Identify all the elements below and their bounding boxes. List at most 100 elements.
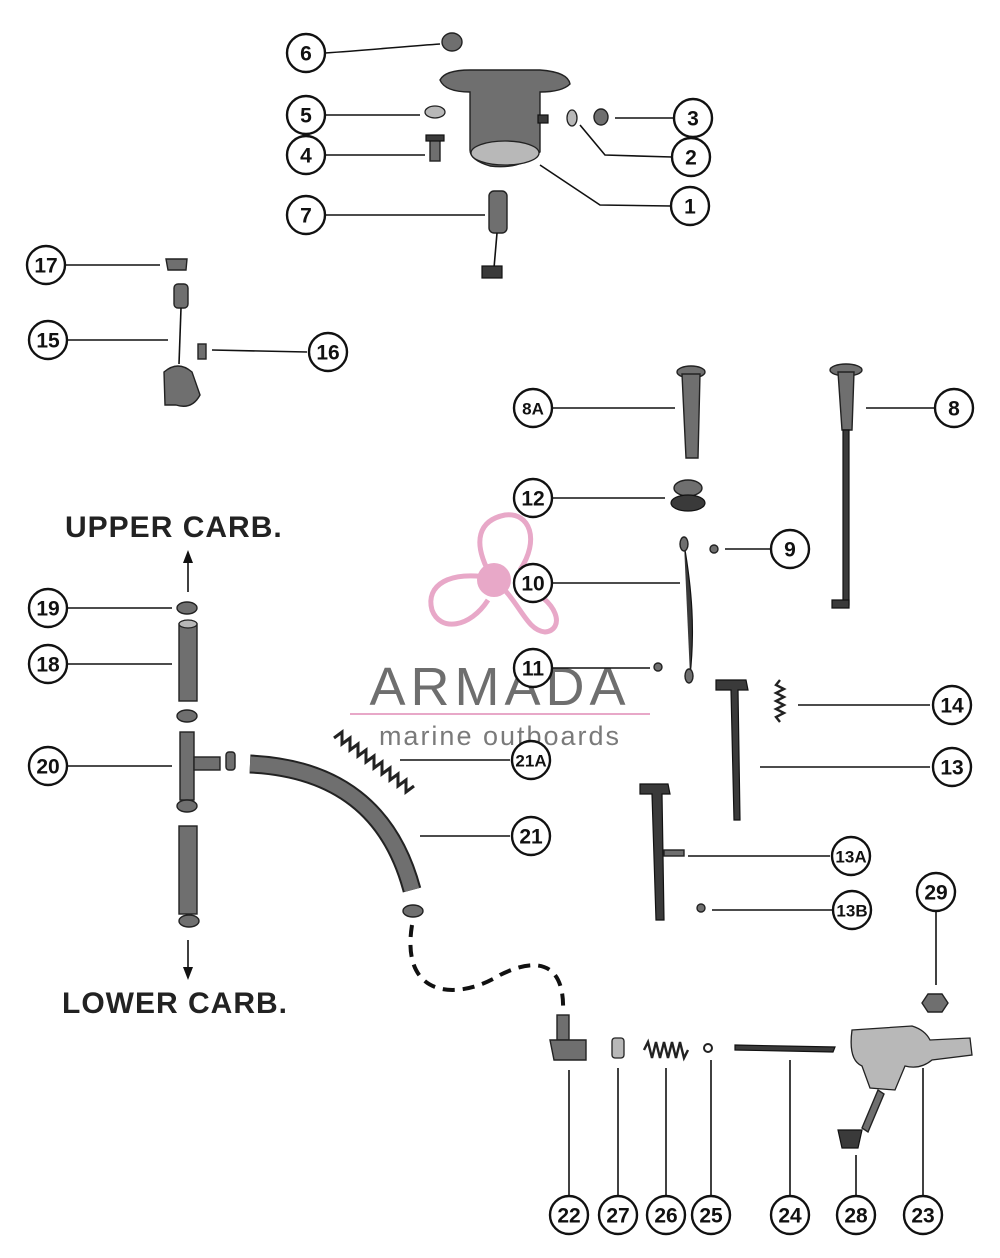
svg-text:27: 27 <box>606 1205 629 1228</box>
part-21-hose <box>249 754 424 918</box>
callout-3: 3 <box>672 97 714 139</box>
callout-13: 13 <box>931 746 973 788</box>
upper-carb-heading: UPPER CARB. <box>65 511 283 544</box>
svg-text:25: 25 <box>699 1205 723 1228</box>
callout-16: 16 <box>307 331 349 373</box>
part-21a-spring <box>333 729 415 795</box>
svg-text:1: 1 <box>684 196 696 219</box>
part-3-nut <box>593 108 609 126</box>
part-16-screw <box>197 343 207 360</box>
callout-10: 10 <box>512 562 554 604</box>
part-15-lever <box>163 283 201 407</box>
part-20-tee <box>176 709 236 813</box>
svg-text:13B: 13B <box>836 902 867 921</box>
part-22-fitting <box>549 1014 587 1061</box>
part-24-needle <box>734 1044 836 1053</box>
part-5-washer <box>424 105 446 119</box>
callout-8: 8 <box>933 387 975 429</box>
part-27-seat <box>611 1037 625 1059</box>
callout-21a: 21A <box>510 739 552 781</box>
callout-25: 25 <box>690 1194 732 1236</box>
svg-text:15: 15 <box>36 330 60 353</box>
part-lower-hose <box>178 825 200 928</box>
part-8-choke-rod <box>829 363 863 609</box>
svg-text:4: 4 <box>300 145 312 168</box>
svg-text:5: 5 <box>300 105 312 128</box>
part-1-solenoid <box>439 69 571 168</box>
svg-text:23: 23 <box>911 1205 934 1228</box>
callout-23: 23 <box>902 1194 944 1236</box>
callout-20: 20 <box>27 745 69 787</box>
svg-text:13A: 13A <box>835 848 866 867</box>
part-14-spring <box>773 679 787 723</box>
part-25-oring <box>703 1043 713 1053</box>
svg-text:8: 8 <box>948 398 960 421</box>
callout-21: 21 <box>510 815 552 857</box>
callout-27: 27 <box>597 1194 639 1236</box>
callout-1: 1 <box>669 185 711 227</box>
svg-text:8A: 8A <box>522 400 544 419</box>
callout-12: 12 <box>512 477 554 519</box>
lower-carb-heading: LOWER CARB. <box>62 987 288 1020</box>
callout-11: 11 <box>512 647 554 689</box>
part-19-clamp <box>176 601 198 615</box>
part-6-nut <box>441 32 463 52</box>
callout-28: 28 <box>835 1194 877 1236</box>
svg-text:21: 21 <box>519 826 543 849</box>
part-18-hose <box>178 619 198 702</box>
callout-2: 2 <box>670 136 712 178</box>
svg-text:24: 24 <box>778 1205 802 1228</box>
callout-13b: 13B <box>831 889 873 931</box>
callout-8a: 8A <box>512 387 554 429</box>
svg-text:17: 17 <box>34 255 57 278</box>
svg-text:14: 14 <box>940 695 964 718</box>
svg-text:6: 6 <box>300 43 312 66</box>
part-13a-lever <box>639 783 685 921</box>
callout-9: 9 <box>769 528 811 570</box>
callout-13a: 13A <box>830 835 872 877</box>
svg-text:3: 3 <box>687 108 699 131</box>
part-13b-screw <box>696 903 706 913</box>
svg-text:2: 2 <box>685 147 697 170</box>
svg-text:7: 7 <box>300 205 312 228</box>
part-11-screw <box>653 662 663 672</box>
callout-24: 24 <box>769 1194 811 1236</box>
watermark-subtitle: marine outboards <box>379 721 621 751</box>
part-29-nut <box>921 993 949 1013</box>
callout-6: 6 <box>285 32 327 74</box>
callout-17: 17 <box>25 244 67 286</box>
svg-text:22: 22 <box>557 1205 580 1228</box>
dashed-hose-path <box>408 924 566 1013</box>
part-7-plunger <box>481 190 508 279</box>
svg-text:16: 16 <box>316 342 339 365</box>
svg-text:19: 19 <box>36 598 59 621</box>
part-23-body <box>850 1025 973 1091</box>
callout-26: 26 <box>645 1194 687 1236</box>
part-26-spring <box>642 1038 690 1062</box>
svg-text:13: 13 <box>940 757 963 780</box>
svg-text:20: 20 <box>36 756 59 779</box>
part-12-grommet <box>670 479 706 512</box>
part-28-screw <box>837 1088 885 1149</box>
svg-text:12: 12 <box>521 488 544 511</box>
svg-text:11: 11 <box>522 658 545 681</box>
svg-text:18: 18 <box>36 654 60 677</box>
part-17-clip <box>165 258 188 271</box>
up-arrow <box>183 550 193 592</box>
svg-text:28: 28 <box>844 1205 868 1228</box>
part-10-link <box>679 536 694 684</box>
down-arrow <box>183 940 193 980</box>
svg-text:9: 9 <box>784 539 796 562</box>
part-8a-knob <box>676 365 706 459</box>
svg-text:26: 26 <box>654 1205 677 1228</box>
svg-text:10: 10 <box>521 573 544 596</box>
svg-text:21A: 21A <box>515 752 546 771</box>
callout-14: 14 <box>931 684 973 726</box>
callout-4: 4 <box>285 134 327 176</box>
callout-22: 22 <box>548 1194 590 1236</box>
armada-watermark: ARMADA marine outboards <box>350 512 650 751</box>
callout-5: 5 <box>285 94 327 136</box>
part-13-lever <box>715 679 749 821</box>
part-2-washer <box>566 109 578 127</box>
